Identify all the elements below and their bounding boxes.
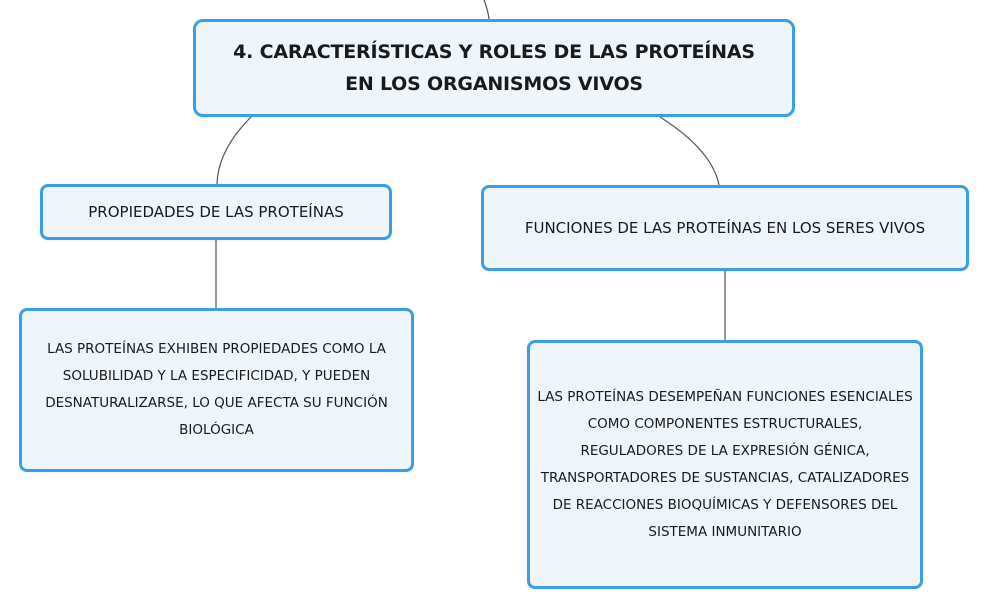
root-title-line1: 4. CARACTERÍSTICAS Y ROLES DE LAS PROTEÍ… xyxy=(233,41,755,63)
connector-root-to-right-branch xyxy=(659,116,720,186)
properties-detail-text: LAS PROTEÍNAS EXHIBEN PROPIEDADES COMO L… xyxy=(45,341,388,438)
properties-topic-label: PROPIEDADES DE LAS PROTEÍNAS xyxy=(88,203,344,221)
functions-topic-label: FUNCIONES DE LAS PROTEÍNAS EN LOS SERES … xyxy=(524,218,926,237)
functions-topic-node[interactable]: FUNCIONES DE LAS PROTEÍNAS EN LOS SERES … xyxy=(481,185,969,271)
connector-top-to-root xyxy=(483,0,490,20)
properties-topic-node[interactable]: PROPIEDADES DE LAS PROTEÍNAS xyxy=(40,184,392,240)
functions-detail-text: LAS PROTEÍNAS DESEMPEÑAN FUNCIONES ESENC… xyxy=(537,388,913,540)
root-title-line2: EN LOS ORGANISMOS VIVOS xyxy=(345,73,643,95)
root-topic-title: 4. CARACTERÍSTICAS Y ROLES DE LAS PROTEÍ… xyxy=(233,36,755,100)
connector-root-to-left-branch xyxy=(216,116,252,185)
root-topic-node[interactable]: 4. CARACTERÍSTICAS Y ROLES DE LAS PROTEÍ… xyxy=(193,19,795,117)
properties-detail-node[interactable]: LAS PROTEÍNAS EXHIBEN PROPIEDADES COMO L… xyxy=(19,308,414,472)
functions-detail-node[interactable]: LAS PROTEÍNAS DESEMPEÑAN FUNCIONES ESENC… xyxy=(527,340,923,589)
